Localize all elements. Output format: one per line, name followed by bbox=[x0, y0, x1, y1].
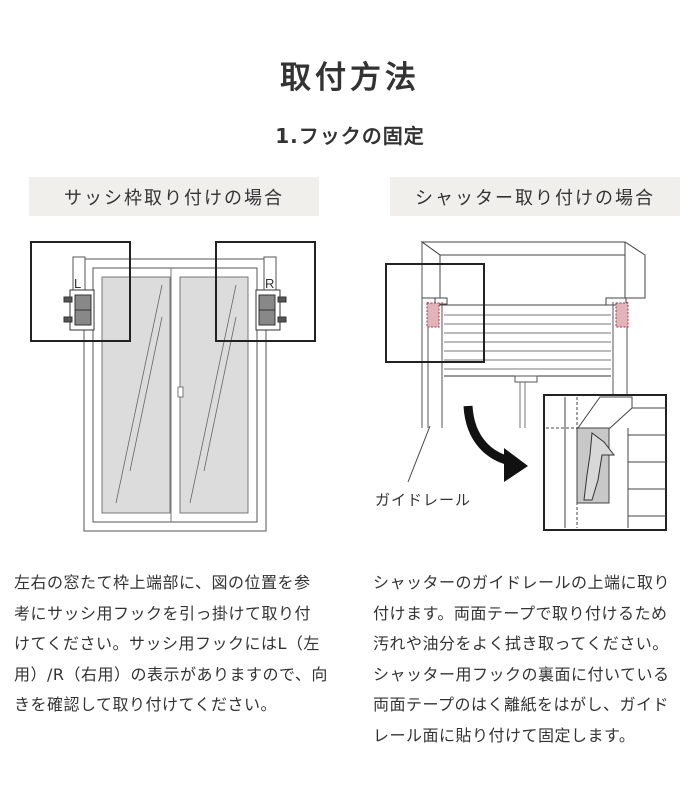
description-line: シャッター用フックの裏面に付いている bbox=[373, 664, 670, 684]
glass-panes bbox=[101, 268, 249, 522]
left-hook bbox=[63, 289, 95, 331]
shutter-hook bbox=[583, 432, 616, 501]
description-line: けてください。サッシ用フックにはL（左 bbox=[14, 634, 320, 653]
right-glass-pane bbox=[179, 276, 249, 514]
left-highlight-box bbox=[30, 241, 131, 342]
right-hook-marker: R bbox=[265, 276, 274, 291]
description-line: 左右の窓たて枠上端部に、図の位置を参 bbox=[14, 573, 311, 592]
right-hook bbox=[255, 289, 287, 331]
sash-case-label: サッシ枠取り付けの場合 bbox=[29, 177, 319, 216]
callout-line bbox=[407, 425, 431, 483]
shutter-slats bbox=[444, 314, 611, 428]
arrow-head-icon bbox=[504, 448, 528, 482]
window-latch bbox=[177, 386, 184, 398]
sash-window-diagram: L R bbox=[30, 241, 316, 532]
page-title: 取付方法 bbox=[280, 60, 420, 96]
left-hook-marker: L bbox=[74, 276, 81, 291]
sash-description: 左右の窓たて枠上端部に、図の位置を参 考にサッシ用フックを引っ掛けて取り付 けて… bbox=[14, 568, 344, 721]
shutter-description: シャッターのガイドレールの上端に取り 付けます。両面テープで取り付けるため 汚れ… bbox=[373, 568, 695, 751]
left-mount-marker bbox=[426, 302, 440, 328]
zoom-detail bbox=[543, 394, 667, 531]
shutter-case-label: シャッター取り付けの場合 bbox=[390, 177, 680, 216]
left-glass-pane bbox=[101, 276, 171, 514]
description-line: シャッターのガイドレールの上端に取り bbox=[373, 573, 671, 592]
description-line: 用）/R（右用）の表示がありますので、向 bbox=[14, 664, 328, 684]
glass-reflection-lines bbox=[115, 284, 237, 504]
description-line: 両面テープのはく離紙をはがし、ガイド bbox=[373, 695, 670, 714]
right-mount-marker bbox=[615, 302, 629, 328]
description-line: きを確認して取り付けてください。 bbox=[14, 695, 278, 714]
shutter-diagram bbox=[385, 241, 667, 531]
shutter-case bbox=[420, 241, 646, 306]
description-line: レール面に貼り付けて固定します。 bbox=[373, 725, 636, 745]
highlight-box bbox=[385, 263, 485, 363]
description-line: 汚れや油分をよく拭き取ってください。 bbox=[373, 634, 669, 653]
guide-rail-callout: ガイドレール bbox=[375, 491, 472, 509]
description-line: 付けます。両面テープで取り付けるため bbox=[373, 603, 668, 623]
shutter-box bbox=[420, 241, 646, 306]
section-subtitle: 1.フックの固定 bbox=[275, 124, 425, 148]
description-line: 考にサッシ用フックを引っ掛けて取り付 bbox=[14, 603, 312, 623]
right-highlight-box bbox=[215, 241, 316, 342]
